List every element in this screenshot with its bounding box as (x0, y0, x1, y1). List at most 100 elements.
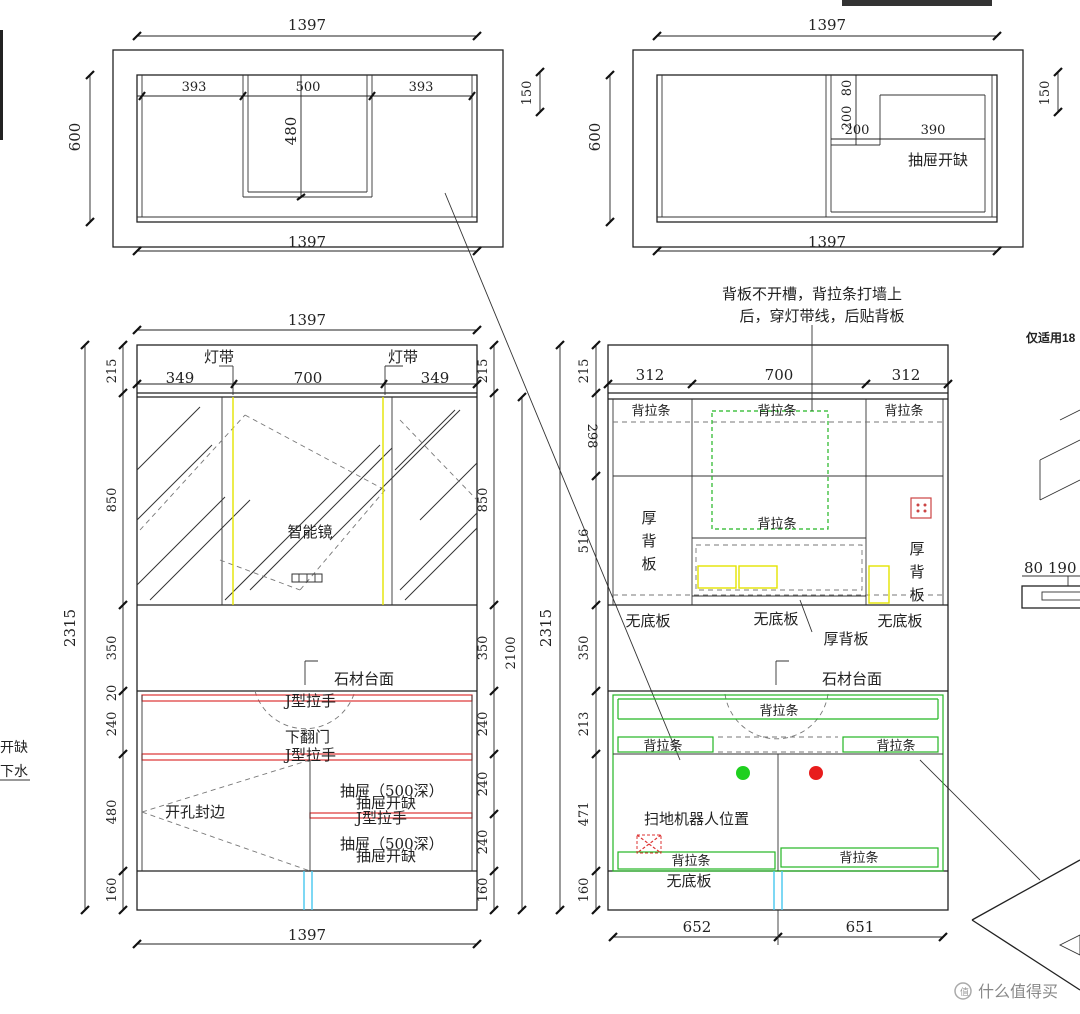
dim-240-r1: 240 (476, 712, 491, 737)
dim-652: 652 (683, 918, 712, 936)
dim-240-r2: 240 (476, 772, 491, 797)
dim-right-section: 393 (409, 80, 434, 95)
dim-center-section: 500 (296, 80, 321, 95)
cropped-left-2: 下水 (0, 764, 28, 780)
dim-298: 298 (584, 424, 599, 449)
dim-480: 480 (105, 800, 120, 825)
red-indicator (809, 766, 823, 780)
dim-700: 700 (294, 369, 323, 387)
label-drawer-2: 抽屉（500深） (340, 835, 444, 853)
dim-notch-200-h: 200 (845, 123, 870, 138)
label-drawer-notch-1: 抽屉开缺 (356, 794, 416, 812)
dim-overhang: 150 (520, 81, 535, 106)
dim-notch-80: 80 (840, 80, 855, 97)
dim-240-r3: 240 (476, 830, 491, 855)
dim-20: 20 (105, 685, 120, 702)
elevation-left: 灯带 灯带 智能镜 石材台面 J型拉手 下翻门 J型拉手 抽屉（500深） 抽屉… (61, 311, 527, 949)
label-thick-back-r3: 板 (909, 586, 924, 604)
dim-700: 700 (765, 366, 794, 384)
label-back-strip-1: 背拉条 (631, 403, 670, 419)
label-no-bottom-2: 无底板 (753, 610, 798, 628)
dim-350: 350 (105, 636, 120, 661)
dim-516: 516 (577, 529, 592, 554)
label-back-strip-5: 背拉条 (759, 703, 798, 719)
dim-651: 651 (846, 918, 875, 936)
cropped-note: 仅适用18 (1025, 330, 1076, 345)
dim-312-right: 312 (892, 366, 921, 384)
dim-215: 215 (105, 359, 120, 384)
label-back-strip-9: 背拉条 (839, 850, 878, 866)
label-light-strip-right: 灯带 (388, 348, 418, 366)
note-line-1: 背板不开槽，背拉条打墙上 (722, 285, 902, 303)
dim-depth: 600 (66, 123, 84, 152)
dim-350-r: 350 (476, 636, 491, 661)
label-no-bottom-1: 无底板 (625, 612, 670, 630)
dim-notch-200-v: 200 (840, 106, 855, 131)
label-smart-mirror: 智能镜 (287, 523, 332, 541)
dim-215-r: 215 (476, 359, 491, 384)
dim-312-left: 312 (636, 366, 665, 384)
label-flip-door: 下翻门 (285, 728, 330, 746)
drawer-notch-label: 抽屉开缺 (908, 151, 968, 169)
watermark: 值 什么值得买 (954, 982, 1058, 1001)
label-thick-back-panel: 厚背板 (823, 630, 868, 648)
label-thick-back-1: 厚 (641, 509, 656, 527)
dim-overhang: 150 (1038, 81, 1053, 106)
dim-215: 215 (577, 359, 592, 384)
label-hole-edge: 开孔封边 (165, 803, 225, 821)
label-back-strip-8: 背拉条 (671, 853, 710, 869)
label-back-strip-4: 背拉条 (757, 516, 796, 532)
label-drawer-1: 抽屉（500深） (340, 782, 444, 800)
label-j-handle-2: J型拉手 (283, 746, 336, 764)
elevation-right: 背板不开槽，背拉条打墙上 后，穿灯带线，后贴背板 背拉条 背拉条 背拉条 背拉条… (537, 285, 953, 945)
green-indicator (736, 766, 750, 780)
dim-349-left: 349 (166, 369, 195, 387)
cropped-dims: 80 190 (1024, 559, 1077, 577)
note-line-2: 后，穿灯带线，后贴背板 (739, 307, 904, 325)
label-stone-top: 石材台面 (822, 670, 882, 688)
dim-bottom-width: 1397 (808, 233, 846, 251)
label-no-bottom-3: 无底板 (877, 612, 922, 630)
label-light-strip-left: 灯带 (204, 348, 234, 366)
plan-view-left: 1397 393 500 393 480 600 150 1397 (66, 16, 545, 256)
dim-213: 213 (577, 712, 592, 737)
label-back-strip-7: 背拉条 (876, 738, 915, 754)
label-back-strip-2: 背拉条 (757, 403, 796, 419)
leader-line (444, 192, 681, 761)
leader-line-2 (919, 759, 1041, 881)
dim-bottom-width: 1397 (288, 233, 326, 251)
dim-total-height: 2315 (537, 609, 555, 647)
label-back-strip-6: 背拉条 (643, 738, 682, 754)
dim-basin-depth: 480 (282, 117, 300, 146)
dim-850: 850 (105, 488, 120, 513)
dim-160: 160 (577, 878, 592, 903)
cropped-left-1: 开缺 (0, 740, 28, 756)
right-edge-fragment: 仅适用18 80 190 开缺 下水 (0, 30, 1080, 991)
dim-471: 471 (577, 802, 592, 827)
dim-total-height: 2315 (61, 609, 79, 647)
label-j-handle-3: J型拉手 (354, 809, 407, 827)
dim-width-bottom: 1397 (288, 926, 326, 944)
dim-top-width: 1397 (808, 16, 846, 34)
dim-2100: 2100 (504, 636, 519, 669)
dim-top-width: 1397 (288, 16, 326, 34)
plan-view-right: 1397 600 150 80 200 200 390 抽屉开缺 1397 (586, 16, 1063, 256)
watermark-glyph: 值 (960, 986, 969, 998)
label-thick-back-2: 背 (641, 532, 656, 550)
label-robot-position: 扫地机器人位置 (644, 810, 749, 828)
dim-160-r: 160 (476, 878, 491, 903)
dim-left-section: 393 (182, 80, 207, 95)
label-thick-back-r1: 厚 (909, 540, 924, 558)
dim-160: 160 (105, 878, 120, 903)
dim-240: 240 (105, 712, 120, 737)
label-back-strip-3: 背拉条 (884, 403, 923, 419)
label-thick-back-3: 板 (641, 555, 656, 573)
cropped-title (842, 0, 992, 6)
mirror-hatch (136, 406, 478, 601)
label-stone-top: 石材台面 (334, 670, 394, 688)
dim-notch-390: 390 (921, 123, 946, 138)
dim-width-top: 1397 (288, 311, 326, 329)
label-thick-back-r2: 背 (909, 563, 924, 581)
